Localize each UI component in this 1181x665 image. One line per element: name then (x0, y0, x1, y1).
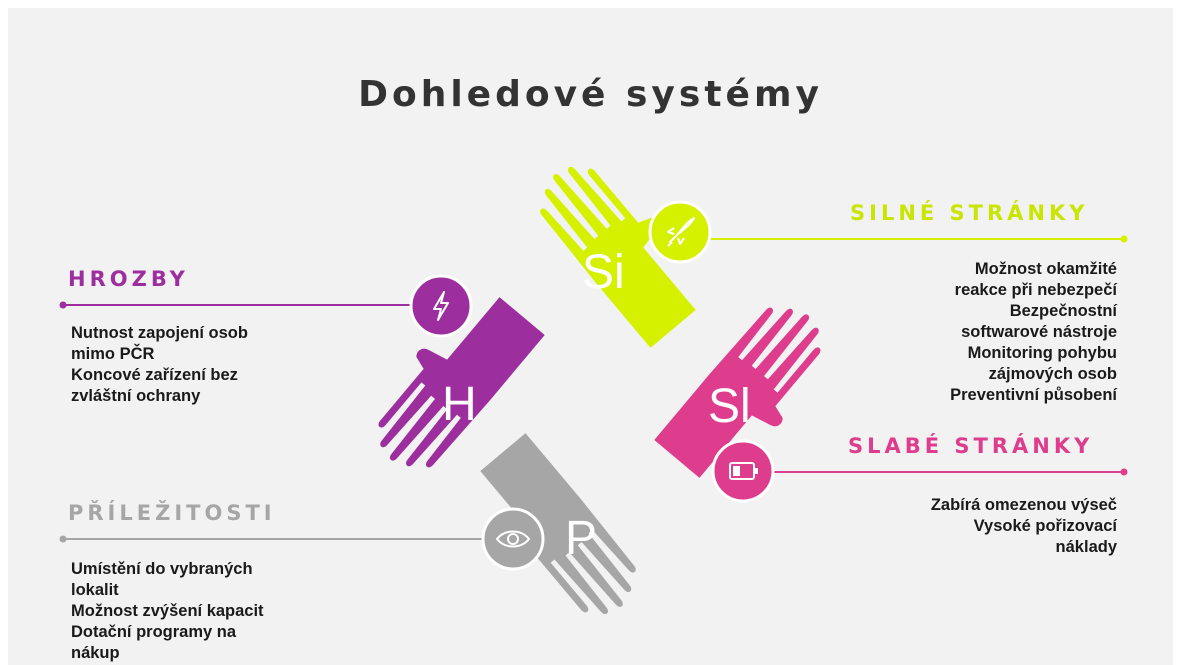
slide: Dohledové systémy Si Sl H (8, 8, 1173, 665)
strengths-line: Preventivní působení (950, 386, 1117, 404)
strengths-line: Bezpečnostní (1009, 302, 1117, 320)
threats-line: mimo PČR (71, 345, 155, 363)
opportunities-letter: P (565, 512, 597, 565)
weaknesses-text: Zabírá omezenou výseč Vysoké pořizovací … (931, 495, 1117, 558)
threats-line: zvláštní ochrany (71, 387, 201, 405)
opportunities-line: Dotační programy na (71, 623, 237, 641)
rocket-icon (648, 200, 712, 264)
threats-text: Nutnost zapojení osob mimo PČR Koncové z… (71, 323, 248, 407)
opportunities-line: nákup (71, 644, 120, 662)
threats-letter: H (442, 378, 477, 431)
strengths-line: Monitoring pohybu (967, 344, 1117, 362)
battery-low-icon (711, 439, 775, 503)
weaknesses-line: Vysoké pořizovací (973, 517, 1117, 535)
strengths-heading: SILNÉ STRÁNKY (850, 201, 1089, 225)
strengths-line: reakce při nebezpečí (954, 281, 1117, 299)
opportunities-heading: PŘÍLEŽITOSTI (68, 501, 276, 525)
lightning-icon (409, 274, 473, 338)
opportunities-connector-dot (59, 535, 67, 543)
opportunities-line: Umístění do vybraných (71, 560, 253, 578)
swot-hands-diagram: Si Sl H P (59, 8, 1128, 665)
weaknesses-heading: SLABÉ STRÁNKY (848, 434, 1094, 458)
weaknesses-line: náklady (1055, 538, 1117, 556)
weaknesses-letter: Sl (708, 380, 751, 433)
opportunities-line: Možnost zvýšení kapacit (71, 602, 264, 620)
strengths-letter: Si (582, 246, 625, 299)
slide-title: Dohledové systémy (358, 74, 823, 115)
threats-line: Koncové zařízení bez (71, 366, 238, 384)
threats-connector-dot (59, 301, 67, 309)
opportunities-line: lokalit (71, 581, 119, 599)
weaknesses-line: Zabírá omezenou výseč (930, 496, 1117, 514)
opportunities-text: Umístění do vybraných lokalit Možnost zv… (71, 559, 264, 664)
eye-icon (481, 507, 545, 571)
strengths-line: zájmových osob (988, 365, 1117, 383)
threats-heading: HROZBY (68, 267, 189, 291)
strengths-line: softwarové nástroje (961, 323, 1117, 341)
strengths-text: Možnost okamžité reakce při nebezpečí Be… (950, 259, 1117, 406)
strengths-connector-dot (1120, 235, 1128, 243)
strengths-line: Možnost okamžité (974, 260, 1117, 278)
weaknesses-connector-dot (1120, 468, 1128, 476)
threats-line: Nutnost zapojení osob (71, 324, 248, 342)
